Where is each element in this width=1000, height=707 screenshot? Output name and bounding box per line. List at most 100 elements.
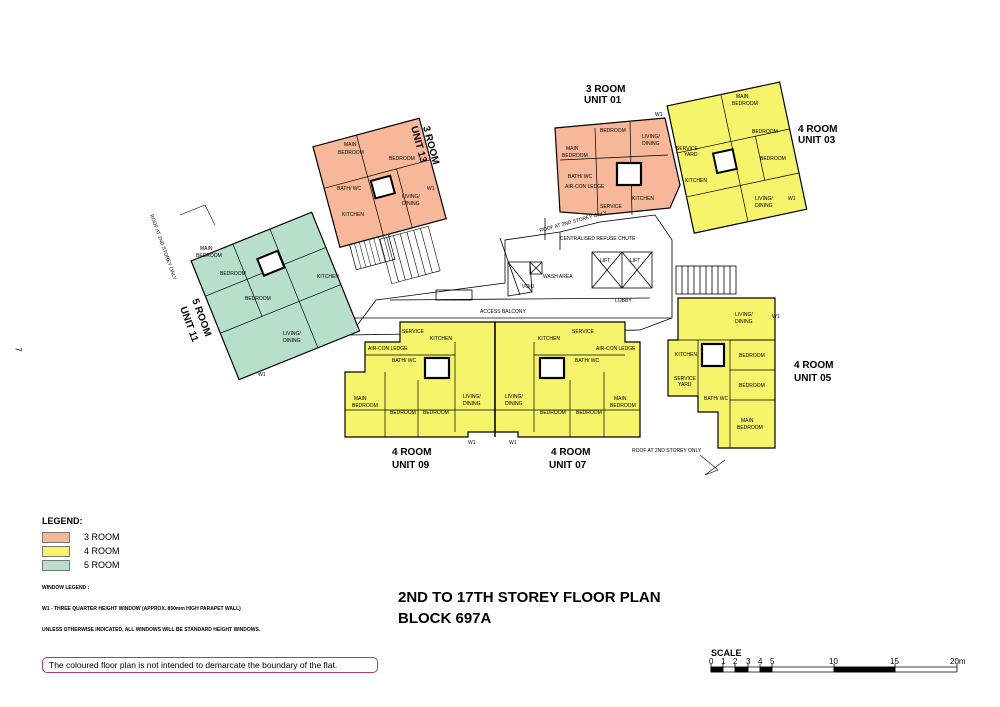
common-area: [349, 214, 737, 336]
legend-item-5-room: 5 ROOM: [42, 558, 342, 572]
scale-tick-4: 4: [758, 657, 763, 666]
unit-01-unit-label: UNIT 01: [584, 95, 622, 106]
unit-05-type-label: 4 ROOM: [794, 360, 833, 371]
unit-09-type-label: 4 ROOM: [392, 447, 431, 458]
lift-1-label: LIFT: [600, 258, 610, 264]
unit-07-dining-label: DINING: [505, 401, 523, 407]
unit-03-bedroom-2-label: BEDROOM: [760, 156, 786, 162]
unit-01-bath-label: BATH/ WC: [568, 174, 592, 180]
unit-03-unit-label: UNIT 03: [798, 135, 836, 146]
refuse-chute-label: CENTRALISED REFUSE CHUTE: [560, 236, 636, 242]
scale-tick-labels: 0 1 2 3 4 5 10 15 20m: [709, 657, 966, 666]
legend-swatch-5-room: [42, 559, 70, 571]
unit-09-dining-label: DINING: [463, 401, 481, 407]
void-label: VOID: [522, 284, 535, 290]
scale-bar: [710, 664, 958, 673]
unit-05: LIVING/ DINING KITCHEN BEDROOM BEDROOM S…: [632, 297, 833, 454]
unit-09-aircon-label: AIR-CON LEDGE: [368, 346, 408, 352]
unit-01-type-label: 3 ROOM: [586, 84, 625, 95]
unit-01: BEDROOM MAIN BEDROOM LIVING/ DINING BATH…: [554, 84, 681, 216]
unit-03-yard-label: YARD: [684, 152, 698, 158]
access-balcony-label: ACCESS BALCONY: [480, 309, 527, 315]
unit-07-kitchen-label: KITCHEN: [538, 336, 560, 342]
unit-11-living-label: LIVING/: [283, 331, 301, 337]
unit-11-kitchen-label: KITCHEN: [317, 274, 339, 280]
unit-07-bedroom-2-label: BEDROOM: [576, 410, 602, 416]
legend-item-3-room: 3 ROOM: [42, 530, 342, 544]
unit-07-w1-label: W1: [509, 440, 517, 446]
scale-tick-5: 5: [770, 657, 775, 666]
unit-05-main-bedroom-label: BEDROOM: [737, 425, 763, 431]
unit-05-dining-label: DINING: [735, 319, 753, 325]
unit-09-service-label: SERVICE: [402, 329, 425, 335]
unit-07-living-label: LIVING/: [505, 394, 523, 400]
unit-01-bedroom-label: BEDROOM: [600, 128, 626, 134]
unit-07-bath-label: BATH/ WC: [575, 358, 599, 364]
unit-03-service-label: SERVICE: [676, 146, 699, 152]
scale-tick-10: 10: [829, 657, 838, 666]
unit-05-bedroom-1-label: BEDROOM: [739, 353, 765, 359]
unit-03-living-label: LIVING/: [755, 196, 773, 202]
plan-title: 2ND TO 17TH STOREY FLOOR PLAN: [398, 589, 661, 606]
unit-03-type-label: 4 ROOM: [798, 124, 837, 135]
window-legend-note: UNLESS OTHERWISE INDICATED, ALL WINDOWS …: [42, 627, 261, 633]
unit-11: MAIN BEDROOM BEDROOM BEDROOM KITCHEN LIV…: [148, 211, 361, 381]
unit-11-w1-label: W1: [258, 372, 266, 378]
unit-07-main-label: MAIN: [614, 396, 627, 402]
scale-tick-0: 0: [709, 657, 714, 666]
unit-03-w1-label: W1: [788, 196, 796, 202]
unit-05-kitchen-label: KITCHEN: [675, 352, 697, 358]
lobby-label: LOBBY: [615, 298, 632, 304]
legend-swatch-3-room: [42, 531, 70, 543]
unit-03-main-label: MAIN: [736, 94, 749, 100]
unit-13-bedroom-label: BEDROOM: [389, 156, 415, 162]
unit-09-main-label: MAIN: [354, 396, 367, 402]
legend-label-4-room: 4 ROOM: [84, 546, 120, 556]
unit-05-bedroom-2-label: BEDROOM: [739, 383, 765, 389]
window-legend-title: WINDOW LEGEND :: [42, 585, 90, 591]
unit-13-dining-label: DINING: [402, 201, 420, 207]
unit-01-service-yard-label: SERVICE: [600, 204, 623, 210]
unit-13-living-label: LIVING/: [402, 194, 420, 200]
unit-05-living-label: LIVING/: [735, 312, 753, 318]
unit-09-kitchen-label: KITCHEN: [430, 336, 452, 342]
legend-title: LEGEND:: [42, 516, 83, 526]
unit-09-living-label: LIVING/: [463, 394, 481, 400]
legend-item-4-room: 4 ROOM: [42, 544, 342, 558]
unit-03-main-bedroom-label: BEDROOM: [732, 101, 758, 107]
window-legend-w1: W1 - THREE QUARTER HEIGHT WINDOW (APPROX…: [42, 606, 241, 612]
lift-2-label: LIFT: [630, 258, 640, 264]
wash-area-label: WASH AREA: [543, 274, 573, 280]
block-title: BLOCK 697A: [398, 610, 492, 627]
unit-01-aircon-label: AIR-CON LEDGE: [565, 184, 605, 190]
unit-03: MAIN BEDROOM BEDROOM BEDROOM SERVICE YAR…: [666, 81, 837, 234]
unit-13-main-bedroom-label: BEDROOM: [338, 150, 364, 156]
unit-09-bath-label: BATH/ WC: [392, 358, 416, 364]
scale-tick-15: 15: [890, 657, 899, 666]
unit-01-living-label: LIVING/: [642, 134, 660, 140]
unit-11-main-label: MAIN: [200, 246, 213, 252]
legend: LEGEND: 3 ROOM 4 ROOM 5 ROOM: [42, 516, 342, 572]
unit-11-dining-label: DINING: [283, 338, 301, 344]
unit-11-bedroom-1-label: BEDROOM: [220, 271, 246, 277]
unit-07-unit-label: UNIT 07: [549, 460, 587, 471]
unit-13-kitchen-label: KITCHEN: [342, 212, 364, 218]
unit-07-main-bedroom-label: BEDROOM: [610, 403, 636, 409]
unit-11-roof-label: ROOF AT 2ND STOREY ONLY: [148, 214, 178, 282]
unit-03-kitchen-label: KITCHEN: [685, 178, 707, 184]
unit-07-service-label: SERVICE: [572, 329, 595, 335]
unit-05-main-label: MAIN: [741, 418, 754, 424]
scale-tick-2: 2: [733, 657, 738, 666]
unit-01-dining-label: DINING: [642, 141, 660, 147]
unit-05-unit-label: UNIT 05: [794, 373, 832, 384]
unit-13-bath-label: BATH/ WC: [337, 186, 361, 192]
unit-01-w1-label: W1: [655, 112, 663, 118]
unit-07-aircon-label: AIR-CON LEDGE: [596, 346, 636, 352]
unit-07-bedroom-1-label: BEDROOM: [540, 410, 566, 416]
unit-11-main-bedroom-label: BEDROOM: [196, 253, 222, 259]
scale-tick-1: 1: [721, 657, 726, 666]
unit-05-service-label: SERVICE: [674, 376, 697, 382]
unit-09-bedroom-2-label: BEDROOM: [423, 410, 449, 416]
unit-05-w1-label: W1: [772, 314, 780, 320]
